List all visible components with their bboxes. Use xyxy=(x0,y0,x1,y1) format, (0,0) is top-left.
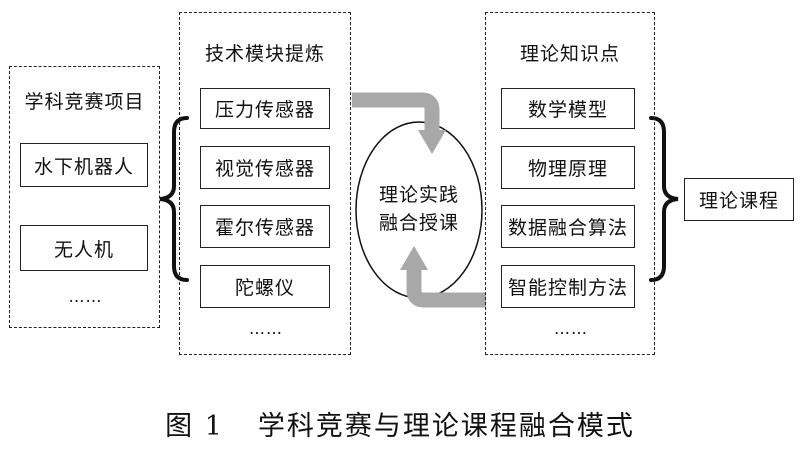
arrow-upper xyxy=(352,92,440,132)
theory-more: …… xyxy=(554,319,588,338)
theory-panel-title: 理论知识点 xyxy=(519,43,620,65)
arrow-lower-head xyxy=(400,246,428,270)
arrow-upper-head xyxy=(418,130,446,154)
right-brace xyxy=(649,116,679,282)
competition-item-underwater-robot: 水下机器人 xyxy=(20,143,148,187)
technology-panel: 技术模块提炼 压力传感器 视觉传感器 霍尔传感器 陀螺仪 …… xyxy=(179,12,351,355)
arrow-lower xyxy=(406,268,486,308)
tech-item-pressure-sensor: 压力传感器 xyxy=(200,88,330,129)
figure-title: 学科竞赛与理论课程融合模式 xyxy=(257,411,635,442)
left-brace xyxy=(159,116,189,282)
competition-item-drone: 无人机 xyxy=(20,225,148,271)
competition-panel-title: 学科竞赛项目 xyxy=(24,91,145,113)
tech-item-gyroscope: 陀螺仪 xyxy=(200,265,330,308)
competition-panel: 学科竞赛项目 水下机器人 无人机 …… xyxy=(9,66,160,328)
tech-item-vision-sensor: 视觉传感器 xyxy=(200,146,330,189)
fusion-label-line1: 理论实践 xyxy=(378,184,459,206)
fusion-label-line2: 融合授课 xyxy=(378,212,459,234)
theory-item-data-fusion: 数据融合算法 xyxy=(501,205,635,248)
theory-item-intelligent-control: 智能控制方法 xyxy=(501,265,635,308)
theory-item-math-model: 数学模型 xyxy=(501,88,635,129)
theory-course-box: 理论课程 xyxy=(684,178,794,221)
figure-caption: 图 1 学科竞赛与理论课程融合模式 xyxy=(0,404,800,443)
theory-item-physics-principle: 物理原理 xyxy=(501,146,635,189)
figure-label: 图 1 xyxy=(165,411,224,442)
tech-item-hall-sensor: 霍尔传感器 xyxy=(200,205,330,248)
technology-panel-title: 技术模块提炼 xyxy=(204,43,325,65)
theory-panel: 理论知识点 数学模型 物理原理 数据融合算法 智能控制方法 …… xyxy=(485,12,655,355)
fusion-label: 理论实践 融合授课 xyxy=(357,181,481,237)
competition-more: …… xyxy=(68,287,103,306)
technology-more: …… xyxy=(249,319,283,338)
